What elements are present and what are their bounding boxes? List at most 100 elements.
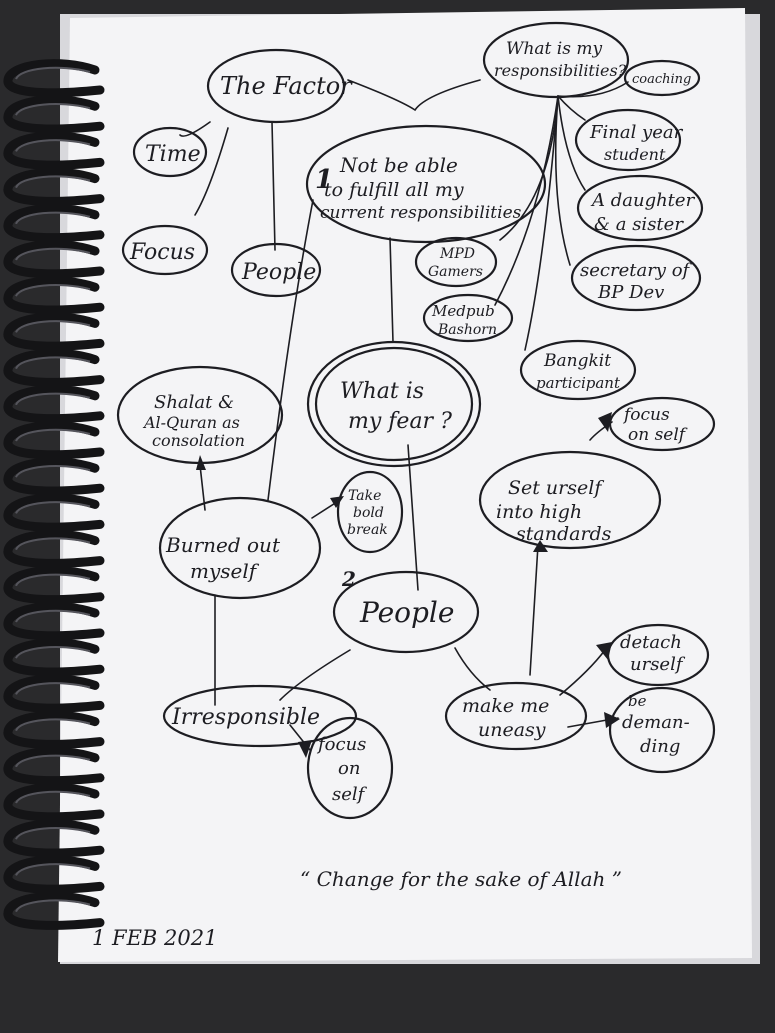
spiral-coil-highlight bbox=[15, 247, 91, 261]
spiral-coil bbox=[3, 348, 105, 387]
irresponsible-text: Irresponsible bbox=[171, 705, 320, 730]
focus-self-bottom-text-2: on bbox=[338, 758, 360, 779]
mpd-text-2: Gamers bbox=[428, 264, 483, 280]
factor-bubble bbox=[206, 48, 346, 124]
spiral-coil bbox=[3, 312, 105, 351]
spiral-binding bbox=[3, 59, 105, 930]
responsibilities-bubble bbox=[482, 21, 630, 99]
arrow-head bbox=[298, 740, 312, 758]
spiral-coil bbox=[3, 131, 105, 170]
bold-break-text-1: Take bbox=[348, 488, 381, 504]
focus-self-bottom-text-3: self bbox=[332, 784, 368, 805]
problem-text-3: current responsibilities bbox=[320, 203, 522, 223]
spiral-coil-highlight bbox=[15, 646, 91, 659]
shalat-bubble bbox=[116, 365, 284, 465]
spiral-coil-highlight bbox=[15, 682, 91, 695]
focus-self-top-text-2: on self bbox=[628, 425, 688, 445]
focus-self-bottom-bubble bbox=[306, 716, 394, 820]
spiral-coil-highlight bbox=[15, 537, 91, 551]
spiral-coil bbox=[3, 203, 105, 243]
demanding-text-1: be bbox=[628, 692, 647, 710]
people-factor-bubble bbox=[230, 242, 322, 298]
bangkit-bubble bbox=[519, 339, 637, 401]
spiral-coil-highlight bbox=[15, 609, 91, 623]
spiral-coil-highlight bbox=[15, 465, 91, 478]
spiral-coil bbox=[3, 819, 105, 858]
standards-text-3: standards bbox=[516, 523, 612, 545]
problem-text-1: Not be able bbox=[339, 153, 458, 177]
spiral-coil-highlight bbox=[15, 211, 91, 225]
daughter-text-1: A daughter bbox=[590, 190, 696, 211]
fear-text-1: What is bbox=[340, 379, 424, 404]
demanding-text-2: deman- bbox=[622, 712, 690, 733]
problem-text-2: to fulfill all my bbox=[324, 179, 464, 201]
coaching-text: coaching bbox=[632, 72, 691, 87]
people-center-text: People bbox=[359, 596, 454, 629]
mpd-bubble bbox=[414, 236, 498, 288]
people-center-bubble bbox=[332, 570, 480, 654]
spiral-coil-highlight bbox=[15, 428, 91, 442]
focus-bubble bbox=[121, 224, 209, 276]
standards-text-1: Set urself bbox=[508, 477, 604, 499]
paper-sheet bbox=[58, 8, 752, 962]
medpub-text-1: Medpub bbox=[431, 302, 495, 320]
spiral-coil-highlight bbox=[15, 356, 91, 370]
problem-bubble bbox=[305, 124, 547, 244]
daughter-text-2: & a sister bbox=[594, 214, 684, 235]
burned-out-text-2: myself bbox=[190, 559, 260, 583]
spiral-coil-highlight bbox=[15, 790, 91, 804]
spiral-coil bbox=[3, 421, 105, 460]
final-year-text-1: Final year bbox=[589, 122, 684, 143]
spiral-coil-highlight bbox=[15, 573, 91, 587]
bold-break-bubble bbox=[336, 470, 404, 554]
detach-bubble bbox=[606, 623, 710, 687]
spiral-coil bbox=[3, 638, 105, 677]
spiral-coil-highlight bbox=[15, 501, 91, 514]
responsibilities-text-1: What is my bbox=[506, 39, 602, 59]
spiral-coil bbox=[3, 710, 105, 749]
standards-bubble bbox=[478, 450, 662, 550]
arrow-head bbox=[598, 412, 612, 432]
secretary-text-2: BP Dev bbox=[597, 282, 664, 303]
spiral-coil bbox=[3, 95, 105, 134]
spiral-coil bbox=[3, 565, 105, 605]
demanding-text-3: ding bbox=[640, 736, 680, 757]
medpub-bubble bbox=[422, 293, 514, 343]
spiral-coil-highlight bbox=[15, 284, 91, 297]
coaching-bubble bbox=[623, 59, 701, 97]
problem-number: 1 bbox=[315, 165, 333, 195]
spiral-coil bbox=[3, 384, 105, 424]
standards-text-2: into high bbox=[496, 501, 582, 523]
shalat-text-3: consolation bbox=[152, 431, 245, 450]
bangkit-text-1: Bangkit bbox=[543, 351, 611, 371]
spiral-coil-highlight bbox=[15, 899, 91, 913]
uneasy-bubble bbox=[444, 681, 588, 751]
fear-bubble-inner bbox=[314, 346, 474, 462]
people-number: 2 bbox=[341, 567, 356, 591]
spiral-coil-highlight bbox=[15, 66, 91, 80]
date-text: 1 FEB 2021 bbox=[92, 926, 218, 950]
final-year-bubble bbox=[574, 108, 682, 172]
node-bubbles bbox=[116, 21, 716, 820]
spiral-coil-highlight bbox=[15, 754, 91, 768]
spiral-coil bbox=[3, 602, 105, 641]
uneasy-text-1: make me bbox=[462, 695, 549, 717]
spiral-coil bbox=[3, 493, 105, 532]
detach-text-1: detach bbox=[620, 632, 682, 653]
mpd-text-1: MPD bbox=[439, 246, 475, 262]
final-year-text-2: student bbox=[604, 145, 666, 164]
spiral-coil bbox=[3, 891, 105, 930]
people-factor-text: People bbox=[241, 260, 316, 285]
irresponsible-bubble bbox=[162, 684, 358, 748]
spiral-coil bbox=[3, 783, 105, 822]
shalat-text-1: Shalat & bbox=[154, 392, 234, 413]
spiral-coil bbox=[3, 276, 105, 315]
quote-text: “ Change for the sake of Allah ” bbox=[300, 867, 622, 891]
spiral-coil bbox=[3, 674, 105, 713]
medpub-text-2: Bashorn bbox=[437, 322, 497, 338]
spiral-coil bbox=[3, 240, 105, 279]
focus-self-bottom-text-1: focus bbox=[316, 734, 366, 755]
spiral-coil bbox=[3, 529, 105, 568]
uneasy-text-2: uneasy bbox=[478, 719, 546, 741]
